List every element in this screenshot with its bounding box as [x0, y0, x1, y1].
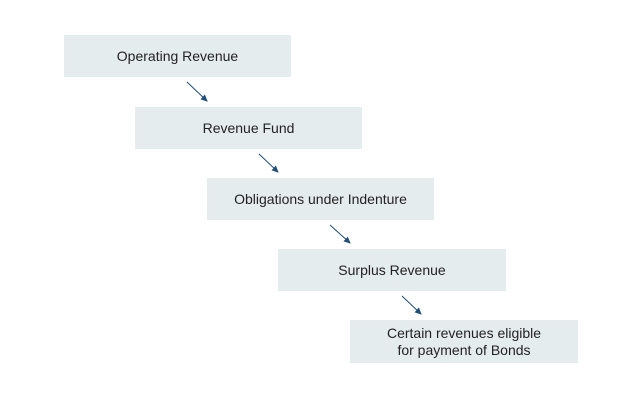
node-label: Surplus Revenue [338, 261, 446, 278]
node-surplus-revenue: Surplus Revenue [278, 249, 506, 291]
arrow-4 [401, 295, 422, 315]
node-label: Revenue Fund [202, 119, 295, 136]
node-label-group: Certain revenues eligible for payment of… [387, 325, 541, 359]
node-label: Operating Revenue [116, 47, 239, 64]
node-certain-revenues-eligible: Certain revenues eligible for payment of… [350, 320, 578, 363]
arrow-1 [186, 81, 208, 102]
node-label: Obligations under Indenture [234, 190, 407, 207]
node-label-line: for payment of Bonds [397, 341, 531, 358]
arrow-3 [329, 224, 351, 244]
arrow-2 [258, 153, 279, 173]
node-obligations-under-indenture: Obligations under Indenture [207, 178, 434, 220]
node-revenue-fund: Revenue Fund [135, 107, 362, 149]
node-label-line: Certain revenues eligible [386, 324, 542, 341]
node-operating-revenue: Operating Revenue [64, 35, 291, 77]
